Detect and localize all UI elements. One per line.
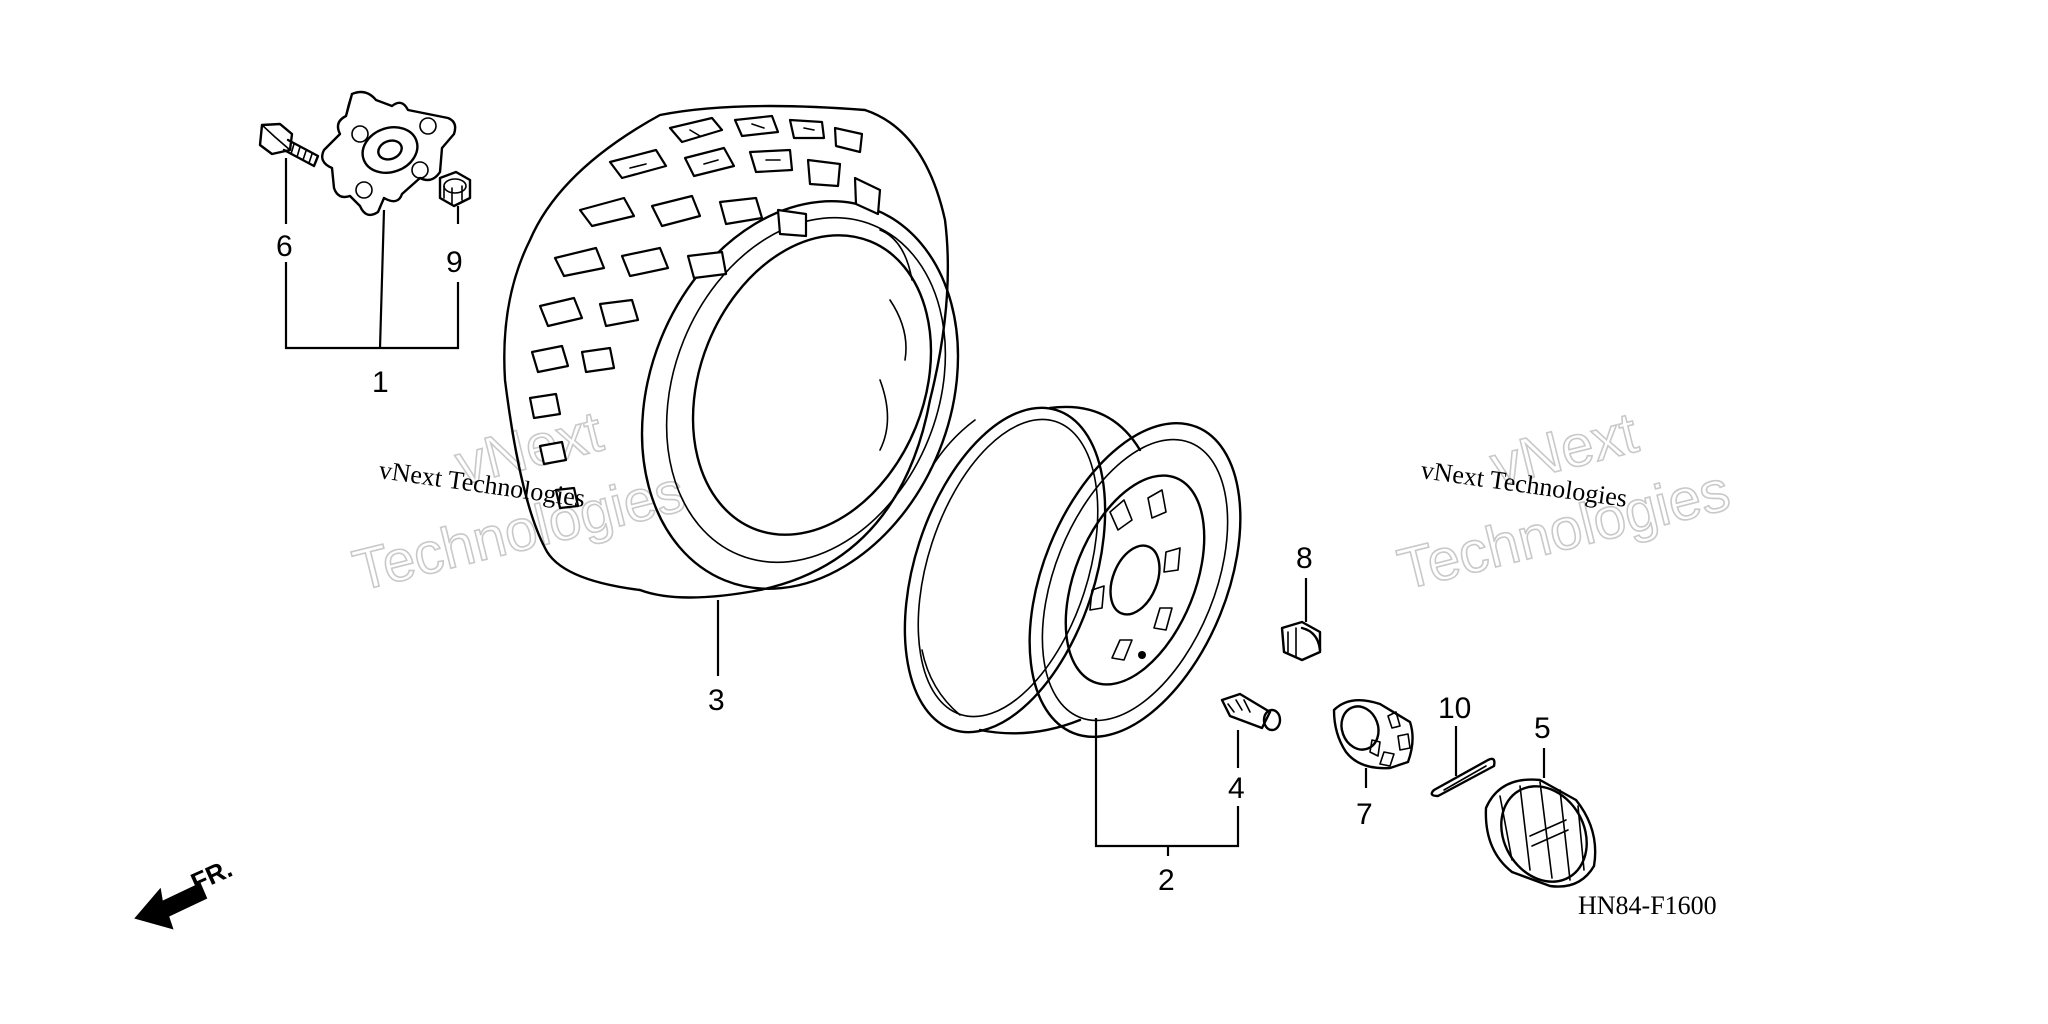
callout-2: 2 xyxy=(1158,864,1175,897)
callout-8: 8 xyxy=(1296,542,1313,575)
hub-bolt xyxy=(258,122,320,168)
hub-nut xyxy=(438,170,472,208)
callout-6: 6 xyxy=(276,230,293,263)
callout-4: 4 xyxy=(1228,772,1245,805)
wheel-hub xyxy=(321,90,457,217)
callout-10: 10 xyxy=(1438,692,1471,725)
valve-hole xyxy=(1138,651,1146,659)
callout-3: 3 xyxy=(708,684,725,717)
castle-nut xyxy=(1332,698,1414,770)
hub-cap xyxy=(1484,778,1597,888)
lug-nut xyxy=(1280,620,1322,662)
tire-tread xyxy=(528,114,882,510)
cotter-pin xyxy=(1430,757,1496,798)
leader-lines xyxy=(284,158,1546,856)
callout-1: 1 xyxy=(372,366,389,399)
diagram-code: HN84-F1600 xyxy=(1578,891,1717,920)
wheel-rim xyxy=(903,405,1242,739)
tire xyxy=(503,104,960,599)
front-direction-arrow-icon: FR. xyxy=(134,853,237,930)
callout-9: 9 xyxy=(446,246,463,279)
callout-7: 7 xyxy=(1356,798,1373,831)
callout-5: 5 xyxy=(1534,712,1551,745)
valve-stem xyxy=(1220,692,1282,732)
